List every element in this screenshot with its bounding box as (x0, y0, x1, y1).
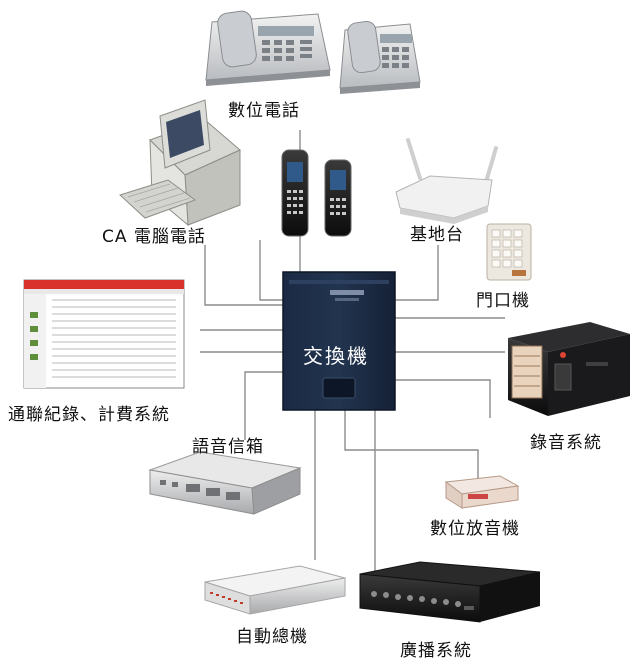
line-recorder-2 (395, 379, 491, 418)
auto-attendant-icon (204, 565, 346, 615)
label-ca-phone: CA 電腦電話 (102, 227, 206, 247)
label-base-station: 基地台 (410, 225, 464, 245)
label-recorder: 錄音系統 (530, 433, 602, 453)
door-phone-icon (486, 223, 532, 281)
line-ca-phone (204, 245, 283, 306)
label-voicemail: 語音信箱 (192, 437, 264, 457)
label-door-phone: 門口機 (476, 291, 530, 311)
broadcast-amplifier-icon (359, 561, 541, 623)
cordless-phone-2-icon (324, 159, 352, 237)
base-station-icon (395, 138, 498, 224)
computer-icon (119, 99, 241, 227)
label-auto-attendant: 自動總機 (236, 627, 308, 647)
recorder-icon (508, 322, 630, 416)
cordless-phone-1-icon (281, 149, 309, 237)
desk-phone-2-icon (339, 20, 421, 94)
label-digital-player: 數位放音機 (430, 519, 520, 539)
hub-label: 交換機 (303, 344, 369, 368)
line-cordless (259, 240, 292, 301)
line-voicemail (244, 371, 283, 440)
digital-player-icon (444, 475, 520, 509)
call-log-screen-icon (23, 279, 185, 389)
label-broadcast: 廣播系統 (400, 641, 472, 661)
line-digital-player (344, 410, 479, 478)
desk-phone-1-icon (205, 10, 331, 86)
line-base-station (395, 245, 439, 301)
label-digital-phone: 數位電話 (228, 101, 300, 121)
line-broadcast (374, 410, 410, 576)
pbx-hub-icon (282, 271, 396, 411)
voicemail-box-icon (148, 451, 302, 515)
label-call-log: 通聯紀錄、計費系統 (8, 405, 170, 425)
